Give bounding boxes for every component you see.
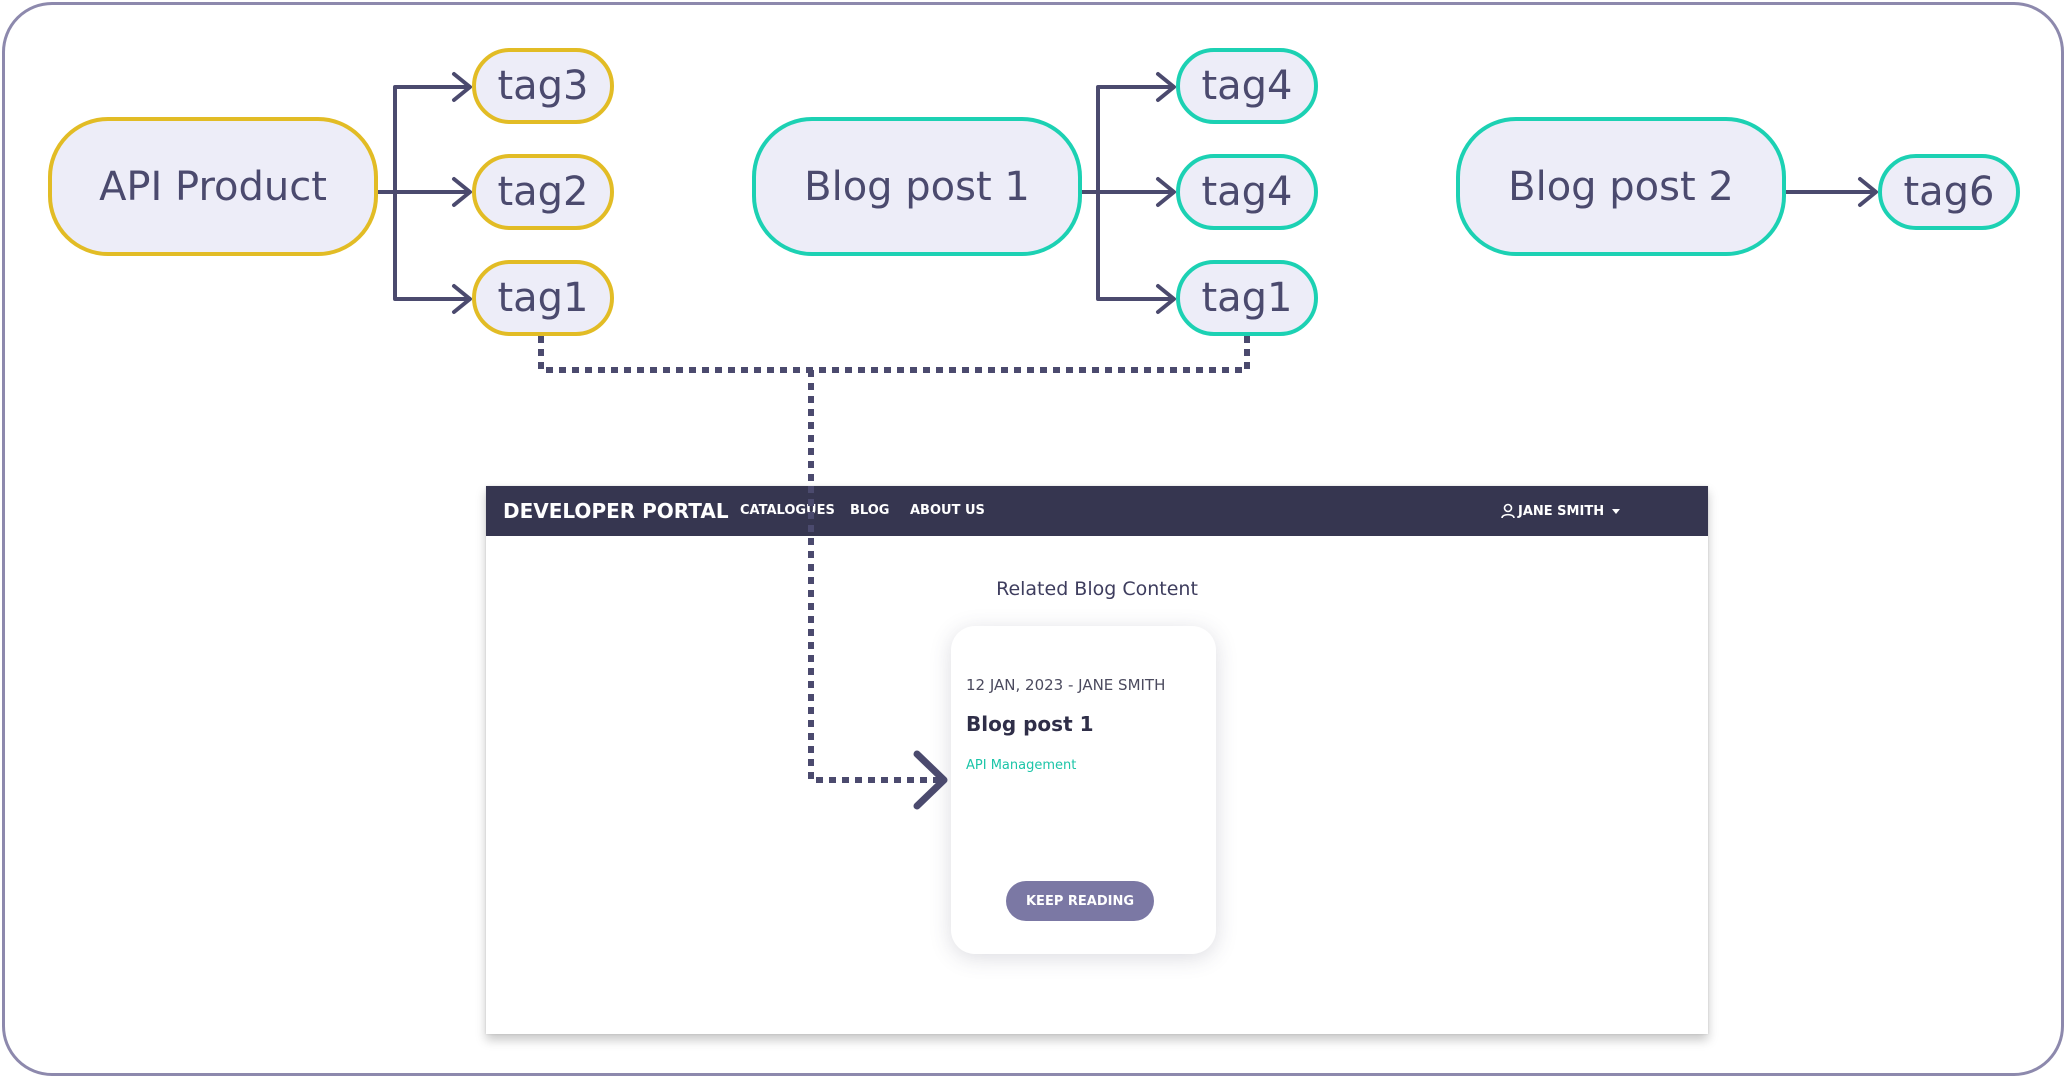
user-name: JANE SMITH xyxy=(1518,503,1605,519)
node-blog-post-2: Blog post 2 xyxy=(1456,117,1786,256)
tag-node-tag1: tag1 xyxy=(472,260,614,336)
blog-card-meta: 12 JAN, 2023 - JANE SMITH xyxy=(966,676,1166,694)
portal-brand[interactable]: DEVELOPER PORTAL xyxy=(503,499,729,523)
tag-node-tag3: tag3 xyxy=(472,48,614,124)
user-menu[interactable]: JANE SMITH xyxy=(1501,486,1621,536)
nav-link-blog[interactable]: BLOG xyxy=(850,503,890,518)
chevron-down-icon xyxy=(1612,508,1621,514)
tag-node-tag4-first: tag4 xyxy=(1176,48,1318,124)
portal-navbar: DEVELOPER PORTAL CATALOGUES BLOG ABOUT U… xyxy=(486,486,1708,536)
blog-card[interactable]: 12 JAN, 2023 - JANE SMITH Blog post 1 AP… xyxy=(951,626,1216,954)
tag-node-tag6: tag6 xyxy=(1878,154,2020,230)
developer-portal-preview: DEVELOPER PORTAL CATALOGUES BLOG ABOUT U… xyxy=(486,486,1708,1034)
user-icon xyxy=(1501,503,1515,519)
nav-link-catalogues[interactable]: CATALOGUES xyxy=(740,503,835,518)
tag-node-tag2: tag2 xyxy=(472,154,614,230)
section-title: Related Blog Content xyxy=(996,578,1198,600)
tag-node-tag4-second: tag4 xyxy=(1176,154,1318,230)
nav-link-about-us[interactable]: ABOUT US xyxy=(910,503,985,518)
node-api-product: API Product xyxy=(48,117,378,256)
node-blog-post-1: Blog post 1 xyxy=(752,117,1082,256)
blog-card-tag[interactable]: API Management xyxy=(966,758,1077,773)
blog-card-title[interactable]: Blog post 1 xyxy=(966,712,1094,736)
tag-node-tag1-blog: tag1 xyxy=(1176,260,1318,336)
keep-reading-button[interactable]: KEEP READING xyxy=(1006,881,1154,921)
